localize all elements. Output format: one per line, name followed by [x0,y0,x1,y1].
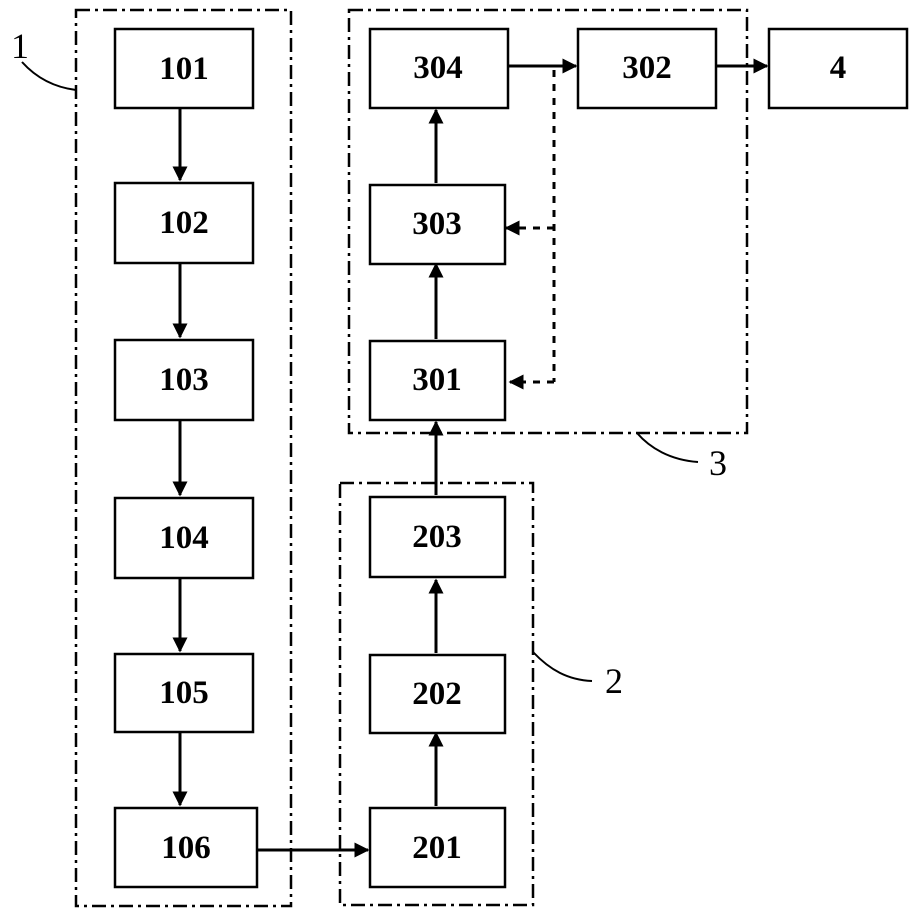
box-4: 4 [767,27,909,110]
box-101-label: 101 [159,51,209,87]
group-1-leader [21,61,77,91]
box-301-label: 301 [412,362,462,398]
box-103-label: 103 [159,362,209,398]
group-3-label: 3 [709,443,727,483]
box-105: 105 [113,652,255,734]
group-2-label: 2 [605,661,623,701]
box-104: 104 [113,496,255,580]
box-106-label: 106 [161,830,211,866]
box-304-label: 304 [413,50,463,86]
box-302-label: 302 [622,50,672,86]
box-103: 103 [113,338,255,422]
box-203-label: 203 [412,519,462,555]
group-3-leader [636,432,699,463]
box-304: 304 [368,27,510,110]
box-105-label: 105 [159,675,209,711]
box-4-label: 4 [830,50,847,86]
box-102-label: 102 [159,205,209,241]
box-102: 102 [113,181,255,265]
box-201-label: 201 [412,830,462,866]
box-301: 301 [368,339,507,422]
box-106: 106 [113,806,259,889]
group-1-label: 1 [11,26,29,66]
group-2-border [338,481,535,907]
group-3-border [347,8,749,435]
box-104-label: 104 [159,520,209,556]
box-303-label: 303 [412,206,462,242]
box-101: 101 [113,27,255,110]
group-2-leader [532,651,593,682]
group-1-border [74,8,293,908]
box-202: 202 [368,653,507,735]
box-302: 302 [576,27,718,110]
box-202-label: 202 [412,676,462,712]
box-303: 303 [368,183,507,266]
box-203: 203 [368,495,507,579]
box-201: 201 [368,806,507,889]
